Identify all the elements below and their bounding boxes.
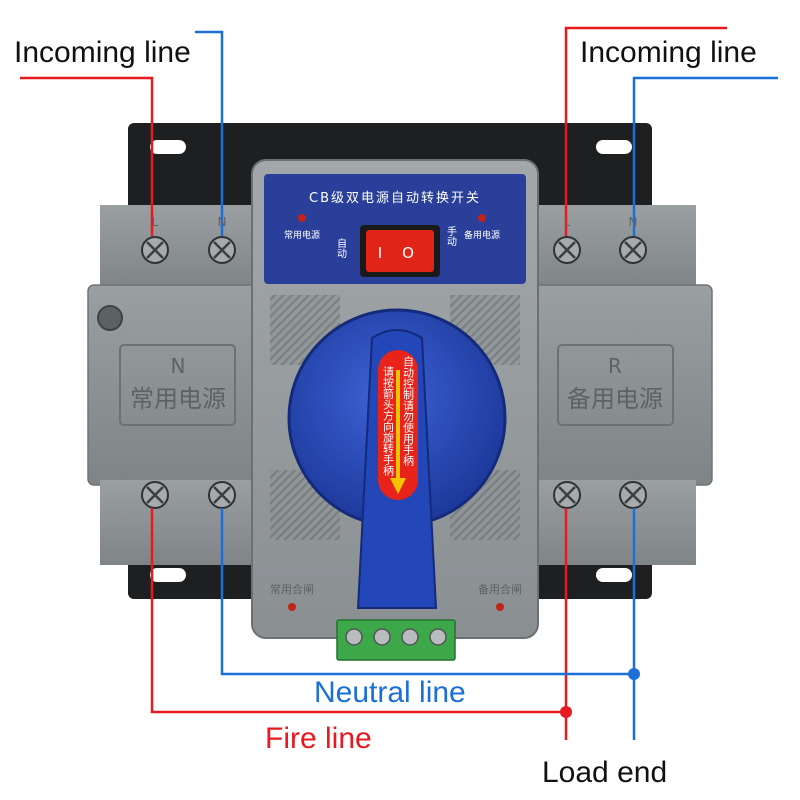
right-panel-letter: R — [608, 354, 622, 378]
incoming-line-right-label: Incoming line — [580, 36, 757, 69]
auto-label: 自动 — [335, 237, 347, 259]
neutral-line-label: Neutral line — [314, 676, 466, 709]
fire-line-label: Fire line — [265, 722, 372, 755]
terminal-label-top-left-n: N — [218, 215, 227, 229]
backup-closed-indicator — [496, 603, 504, 611]
control-terminals — [345, 628, 447, 646]
control-terminal-block — [336, 619, 456, 661]
common-closed-indicator — [288, 603, 296, 611]
neutral-junction-dot — [628, 668, 640, 680]
terminal-label-top-left-l: L — [152, 215, 159, 229]
right-panel-text: 备用电源 — [567, 385, 663, 413]
switch-off-mark: O — [402, 244, 414, 262]
fire-line-wire — [150, 508, 566, 714]
left-incoming-neutral-wire — [195, 30, 224, 236]
handle-text-col2: 自动控制请勿使用手柄 — [402, 356, 415, 467]
cert-mark — [97, 305, 123, 331]
wiring-diagram — [20, 26, 778, 740]
left-incoming-fire-wire — [20, 76, 154, 236]
load-end-label: Load end — [542, 756, 668, 789]
mount-hole-tl — [150, 140, 186, 154]
right-incoming-neutral-wire — [632, 76, 778, 236]
nameplate-title: CB级双电源自动转换开关 — [309, 191, 481, 206]
common-power-small: 常用电源 — [284, 229, 320, 241]
mount-hole-br — [596, 568, 632, 582]
mount-hole-tr — [596, 140, 632, 154]
incoming-line-left-label: Incoming line — [14, 36, 191, 69]
terminal-label-top-right-l: L — [564, 215, 571, 229]
left-panel-letter: N — [171, 354, 186, 378]
backup-indicator-top — [478, 214, 486, 222]
handle-text-col1: 请按箭头方向旋转手柄 — [382, 366, 395, 477]
handle-arrow-head — [390, 478, 406, 494]
fire-junction-dot — [560, 706, 572, 718]
right-incoming-fire-wire — [564, 26, 727, 236]
common-closed-label: 常用合闸 — [270, 582, 314, 596]
backup-power-small: 备用电源 — [464, 229, 500, 241]
rocker-switch[interactable] — [366, 230, 434, 272]
manual-label: 手动 — [445, 225, 457, 247]
left-panel-text: 常用电源 — [130, 385, 226, 413]
backup-closed-label: 备用合闸 — [478, 582, 522, 596]
mount-hole-bl — [150, 568, 186, 582]
switch-on-mark: I — [378, 244, 382, 262]
terminal-label-top-right-n: N — [629, 215, 638, 229]
common-indicator-top — [298, 214, 306, 222]
neutral-line-wire — [220, 508, 634, 676]
